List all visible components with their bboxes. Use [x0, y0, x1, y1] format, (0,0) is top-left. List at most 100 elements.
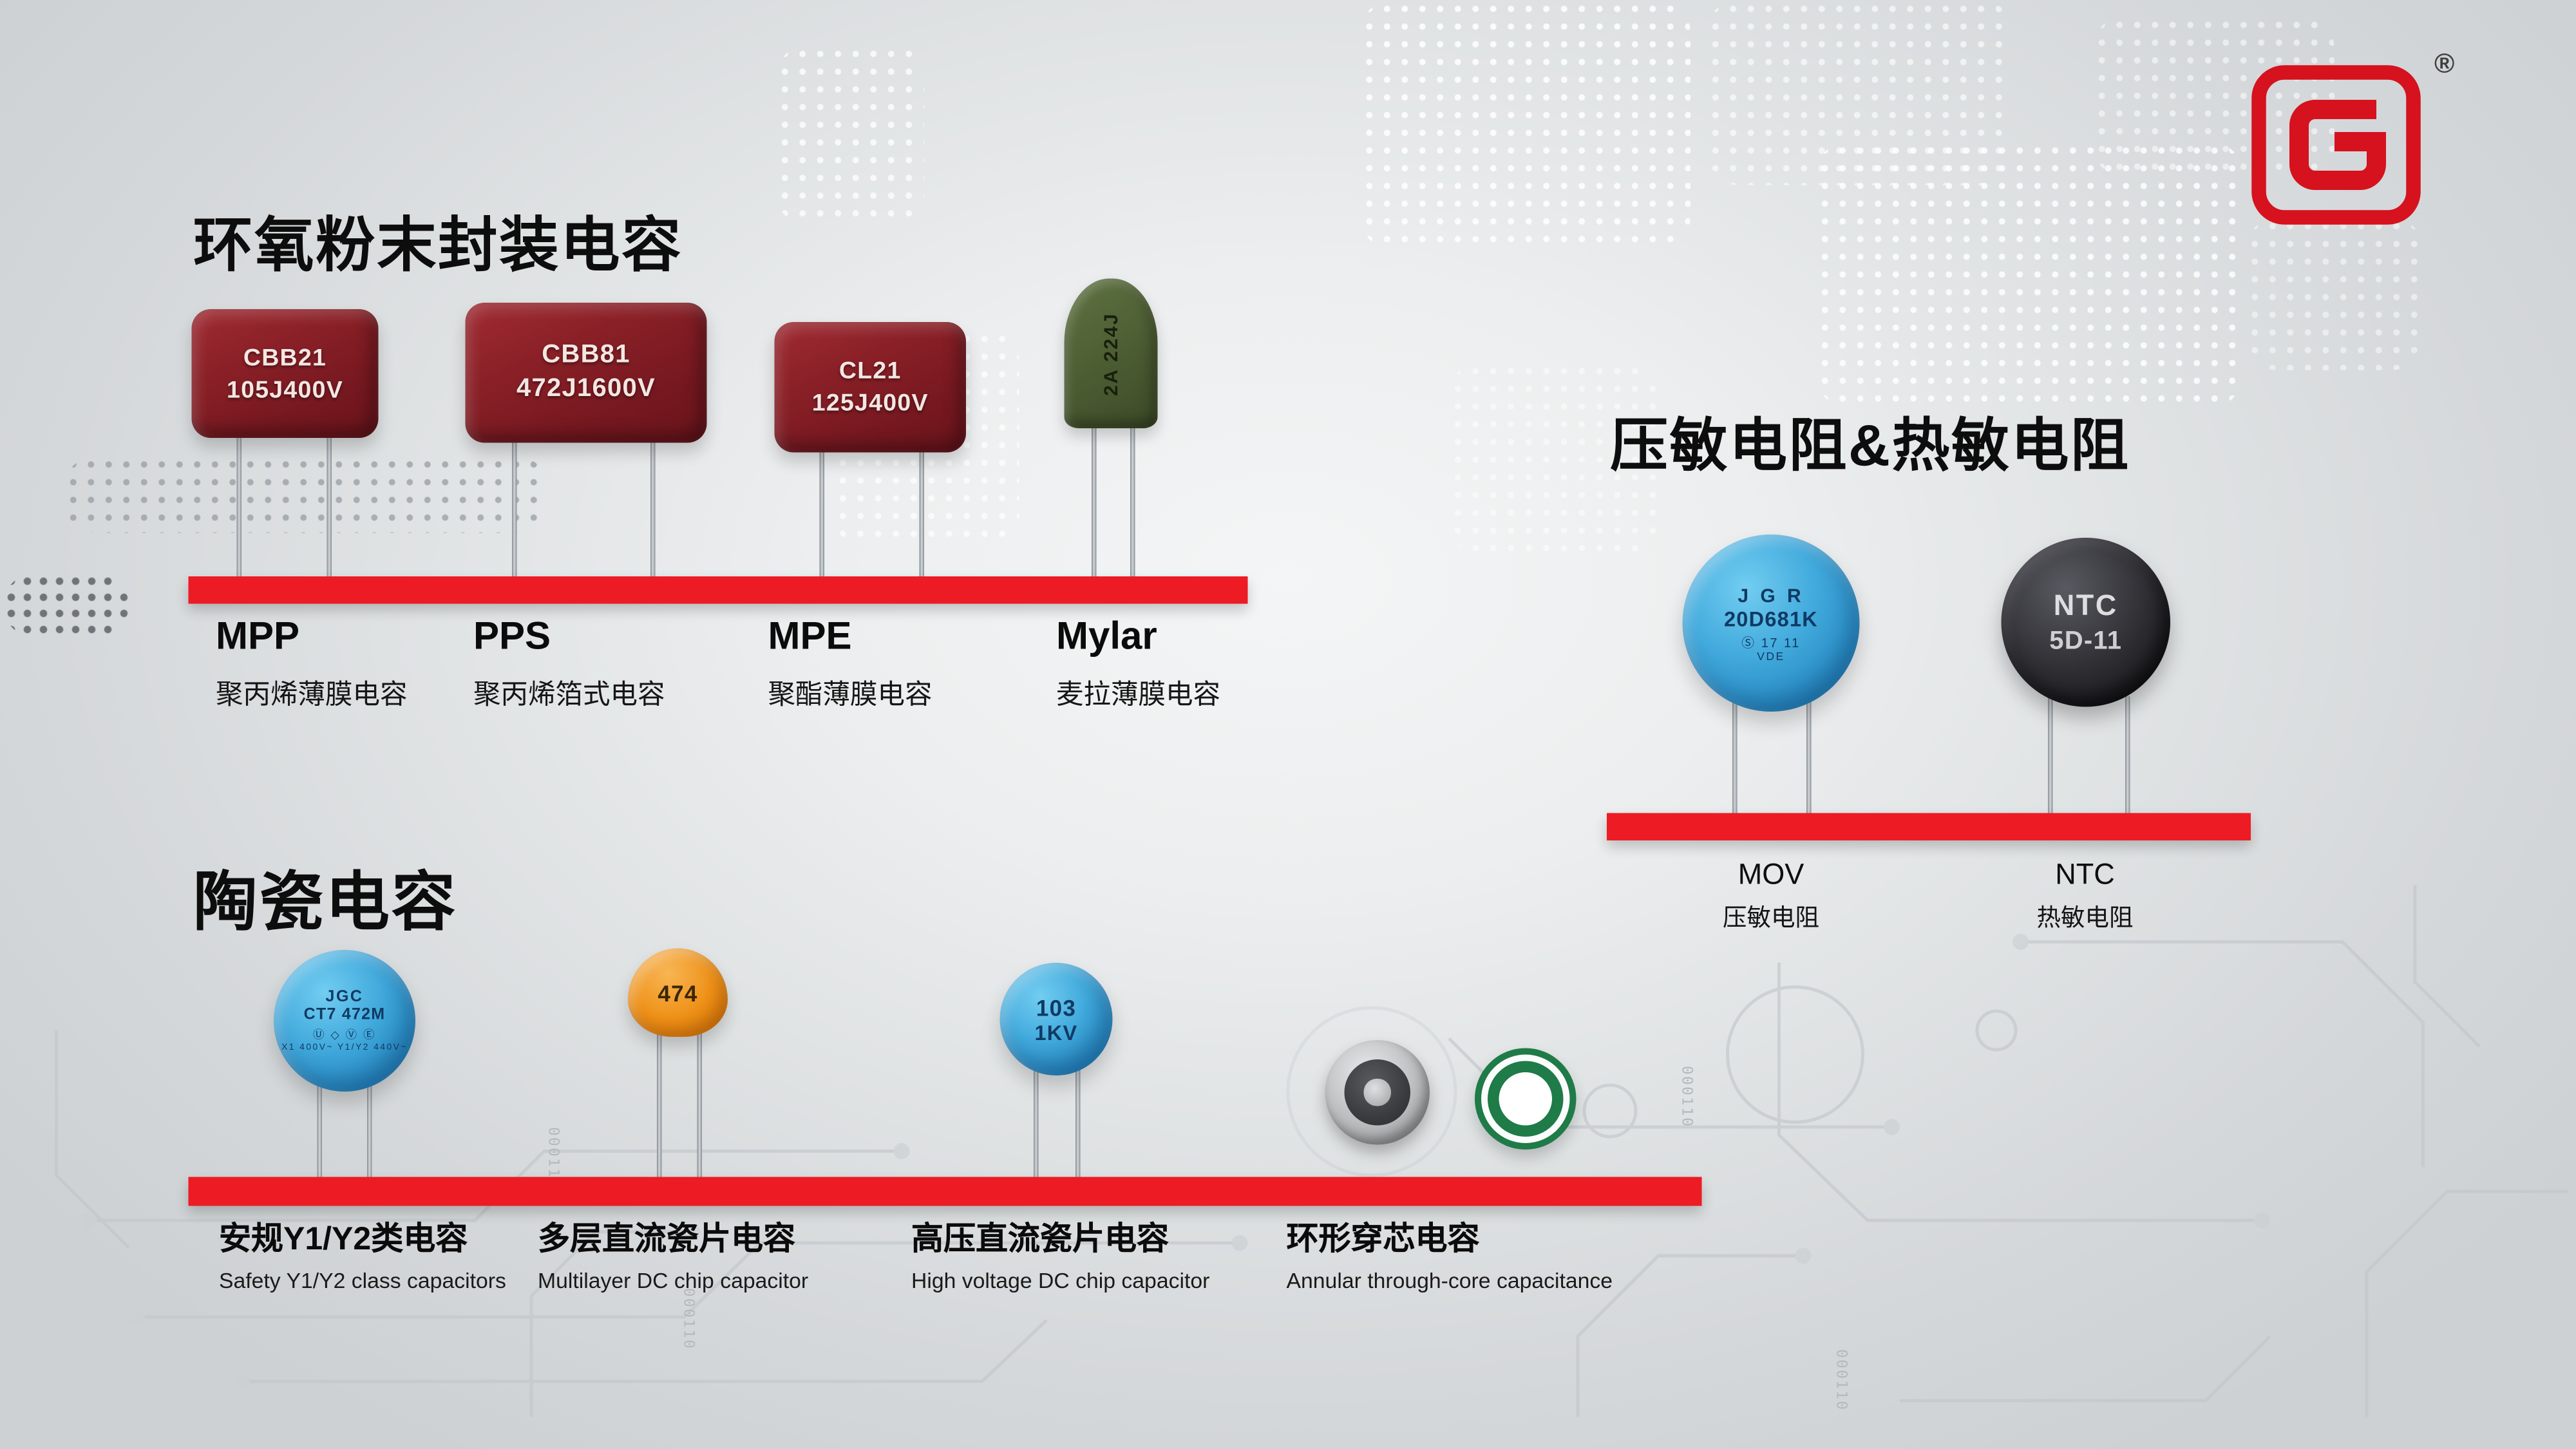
component-desc: 聚丙烯箔式电容	[473, 679, 665, 710]
component-label: 高压直流瓷片电容 High voltage DC chip capacitor	[911, 1213, 1209, 1293]
trace-code-text: 000110	[1678, 1066, 1694, 1128]
component-label: 多层直流瓷片电容 Multilayer DC chip capacitor	[538, 1213, 808, 1293]
component-label: MOV 压敏电阻	[1683, 858, 1860, 934]
capacitor-lead	[236, 431, 242, 580]
feedthrough-metal-mid	[1344, 1059, 1410, 1126]
component-label: 环形穿芯电容 Annular through-core capacitance	[1287, 1213, 1613, 1293]
capacitor-print: 105J400V	[226, 375, 344, 404]
component-print: 5D-11	[2049, 627, 2123, 655]
feedthrough-green-inner	[1488, 1061, 1564, 1137]
capacitor-lead	[697, 1030, 702, 1180]
capacitor-lead	[317, 1079, 322, 1180]
component-name: MOV	[1738, 858, 1804, 891]
capacitor-cbb21: CBB21 105J400V	[191, 309, 379, 438]
dot-map-pattern	[3, 573, 129, 638]
capacitor-cbb81: CBB81 472J1600V	[465, 303, 707, 443]
dot-map-pattern	[1816, 142, 2243, 408]
component-print: 20D681K	[1723, 606, 1819, 630]
component-name: Mylar	[1056, 615, 1157, 659]
component-desc: 聚丙烯薄膜电容	[216, 679, 408, 710]
component-print: JGC	[325, 989, 364, 1007]
circuit-trace-pattern	[55, 886, 2568, 1417]
capacitor-mylar: 2A 224J	[1064, 278, 1158, 428]
component-name: 环形穿芯电容	[1286, 1222, 1480, 1258]
capacitor-lead	[367, 1079, 372, 1180]
component-name: NTC	[2055, 858, 2115, 891]
capacitor-lead	[327, 431, 332, 580]
capacitor-lead	[650, 436, 656, 580]
component-desc: High voltage DC chip capacitor	[911, 1269, 1210, 1293]
component-name: MPP	[216, 615, 300, 659]
registered-mark: ®	[2434, 48, 2455, 79]
section-title-varistor: 压敏电阻&热敏电阻	[1610, 412, 2130, 478]
component-print: CT7 472M	[303, 1006, 386, 1025]
component-name: 多层直流瓷片电容	[538, 1222, 795, 1258]
component-print: J G R	[1738, 583, 1804, 607]
rating-print: X1 400V~ Y1/Y2 440V~	[281, 1043, 408, 1053]
cert-marks: VDE	[1757, 651, 1785, 663]
capacitor-safety-y1y2: JGC CT7 472M Ⓤ ◇ Ⓥ Ⓔ X1 400V~ Y1/Y2 440V…	[274, 950, 415, 1092]
capacitor-lead	[1075, 1066, 1081, 1180]
capacitor-lead	[819, 446, 824, 580]
varistor-mov: J G R 20D681K Ⓢ 17 11 VDE	[1682, 535, 1860, 712]
component-desc: 热敏电阻	[2036, 905, 2134, 933]
capacitor-print: CBB21	[243, 343, 327, 372]
section-title-epoxy: 环氧粉末封装电容	[193, 213, 683, 279]
component-name: PPS	[473, 615, 551, 659]
capacitor-lead	[512, 436, 517, 580]
component-label: MPE 聚酯薄膜电容	[768, 615, 933, 712]
dot-map-pattern	[1360, 0, 1690, 250]
dot-map-pattern	[2246, 217, 2423, 370]
capacitor-print: CBB81	[542, 341, 630, 369]
component-desc: 压敏电阻	[1722, 905, 1819, 933]
feedthrough-green-ring	[1475, 1048, 1577, 1150]
component-desc: Annular through-core capacitance	[1286, 1269, 1613, 1293]
capacitor-lead	[1034, 1066, 1039, 1180]
capacitor-lead	[657, 1030, 662, 1180]
display-shelf	[188, 576, 1248, 604]
component-print: NTC	[2053, 588, 2118, 621]
component-lead	[1732, 692, 1738, 817]
dot-map-pattern	[1707, 0, 2012, 185]
capacitor-multilayer-474: 474	[628, 948, 728, 1037]
component-lead	[2048, 696, 2053, 817]
component-name: 安规Y1/Y2类电容	[219, 1222, 468, 1258]
component-label: NTC 热敏电阻	[1996, 858, 2174, 934]
cert-marks: Ⓤ ◇ Ⓥ Ⓔ	[312, 1030, 377, 1042]
capacitor-print: 2A 224J	[1099, 311, 1122, 395]
section-title-ceramic: 陶瓷电容	[193, 867, 457, 939]
component-lead	[1806, 692, 1812, 817]
capacitor-lead	[1092, 422, 1097, 580]
component-desc: 麦拉薄膜电容	[1056, 679, 1220, 710]
dot-map-pattern	[64, 455, 547, 533]
component-label: 安规Y1/Y2类电容 Safety Y1/Y2 class capacitors	[219, 1213, 506, 1293]
capacitor-lead	[1130, 422, 1135, 580]
capacitor-cl21: CL21 125J400V	[774, 322, 966, 453]
component-print: 474	[658, 980, 698, 1006]
cg-logo-icon	[2251, 65, 2421, 225]
trace-code-text: 000110	[679, 1288, 696, 1350]
feedthrough-metal-ring	[1325, 1040, 1430, 1145]
component-desc: 聚酯薄膜电容	[768, 679, 933, 710]
component-name: 高压直流瓷片电容	[911, 1222, 1169, 1258]
capacitor-lead	[919, 446, 924, 580]
feedthrough-center-hole	[1364, 1079, 1391, 1106]
cert-marks: Ⓢ 17 11	[1741, 635, 1801, 650]
display-shelf	[1607, 813, 2251, 840]
component-label: PPS 聚丙烯箔式电容	[473, 615, 665, 712]
component-label: Mylar 麦拉薄膜电容	[1056, 615, 1220, 712]
component-label: MPP 聚丙烯薄膜电容	[216, 615, 408, 712]
capacitor-print: CL21	[838, 357, 902, 385]
component-desc: Safety Y1/Y2 class capacitors	[219, 1269, 506, 1293]
component-print: 1KV	[1034, 1019, 1078, 1045]
component-lead	[2125, 696, 2130, 817]
brand-logo	[2251, 64, 2421, 234]
component-name: MPE	[768, 615, 852, 659]
trace-code-text: 000110	[1832, 1349, 1848, 1412]
component-desc: Multilayer DC chip capacitor	[538, 1269, 809, 1293]
dot-map-pattern	[776, 45, 924, 225]
capacitor-hv-103: 103 1KV	[999, 963, 1113, 1075]
capacitor-print: 472J1600V	[516, 375, 656, 403]
component-print: 103	[1036, 994, 1077, 1020]
